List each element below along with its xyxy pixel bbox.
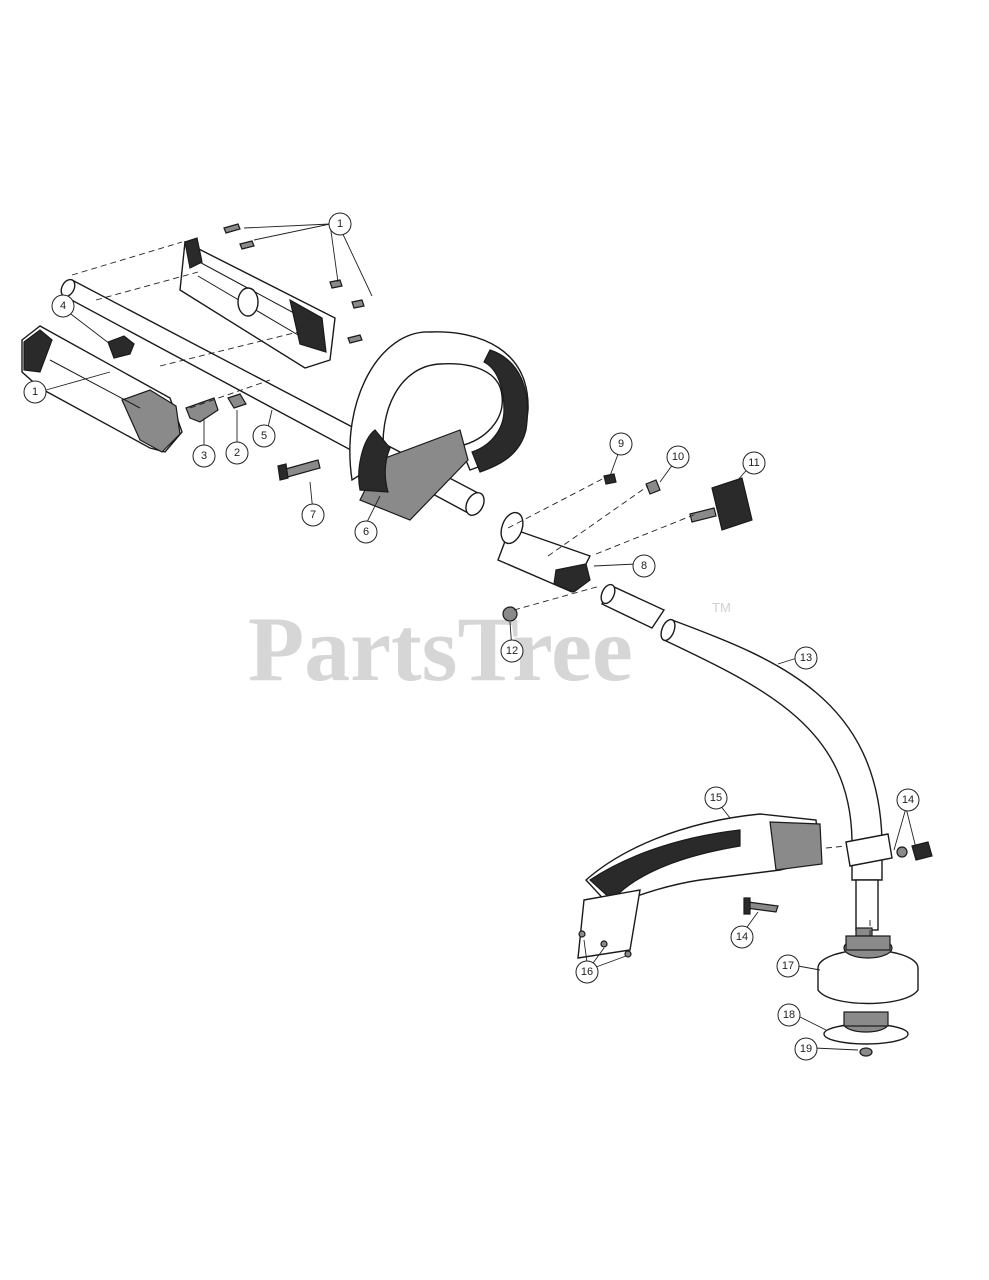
svg-text:12: 12 xyxy=(506,645,518,657)
callout-14-bolt: 14 xyxy=(730,925,754,949)
callout-18: 18 xyxy=(777,1003,801,1027)
screws-set xyxy=(223,223,365,344)
watermark-text: PartsTree xyxy=(248,598,633,700)
callout-8: 8 xyxy=(632,554,656,578)
part-12-nut xyxy=(502,606,518,622)
svg-text:11: 11 xyxy=(748,457,759,469)
callout-7: 7 xyxy=(301,503,325,527)
svg-text:17: 17 xyxy=(782,960,794,972)
part-11-knob xyxy=(689,477,753,531)
callout-2: 2 xyxy=(225,441,249,465)
svg-text:19: 19 xyxy=(800,1043,812,1055)
rear-handle-housing xyxy=(21,325,183,453)
callout-13: 13 xyxy=(794,646,818,670)
svg-text:4: 4 xyxy=(60,300,66,312)
part-18-spool xyxy=(823,1011,909,1045)
part-7-bolt xyxy=(277,459,321,481)
part-4-clip xyxy=(107,335,135,359)
svg-text:7: 7 xyxy=(310,509,316,521)
callout-6: 6 xyxy=(354,520,378,544)
svg-text:18: 18 xyxy=(783,1009,795,1021)
svg-text:5: 5 xyxy=(261,430,267,442)
svg-text:14: 14 xyxy=(902,794,914,806)
callout-9: 9 xyxy=(609,432,633,456)
svg-text:15: 15 xyxy=(710,792,722,804)
part-16-screws xyxy=(578,930,632,958)
part-13-lower-shaft xyxy=(660,618,883,937)
callout-17: 17 xyxy=(776,954,800,978)
callout-1-left: 1 xyxy=(23,380,47,404)
svg-text:6: 6 xyxy=(363,526,369,538)
part-8-shaft-clamp xyxy=(497,511,591,593)
assembly-lines xyxy=(71,241,871,936)
svg-text:1: 1 xyxy=(337,218,343,230)
svg-text:16: 16 xyxy=(581,966,593,978)
part-19-bump-knob xyxy=(859,1047,873,1057)
svg-text:2: 2 xyxy=(234,447,240,459)
svg-text:3: 3 xyxy=(201,450,207,462)
callout-16: 16 xyxy=(575,960,599,984)
part-14-bolt xyxy=(743,897,779,915)
callout-11: 11 xyxy=(742,451,766,475)
part-14-clamp-bracket xyxy=(845,833,933,867)
part-2-spring xyxy=(227,393,247,409)
callout-10: 10 xyxy=(666,445,690,469)
callout-19: 19 xyxy=(794,1037,818,1061)
coupler-sleeve xyxy=(600,583,666,629)
svg-text:14: 14 xyxy=(736,931,748,943)
svg-text:9: 9 xyxy=(618,438,624,450)
callout-12: 12 xyxy=(500,639,524,663)
part-17-spool-housing xyxy=(817,935,919,1005)
part-6-d-handle xyxy=(349,331,529,521)
watermark-trademark: TM xyxy=(712,600,731,615)
svg-text:1: 1 xyxy=(32,386,38,398)
part-15-guard xyxy=(577,813,823,959)
part-10-bolt xyxy=(645,479,661,495)
svg-text:10: 10 xyxy=(672,451,684,463)
callout-4: 4 xyxy=(51,294,75,318)
callout-14-right: 14 xyxy=(896,788,920,812)
callout-1-top: 1 xyxy=(328,212,352,236)
svg-text:8: 8 xyxy=(641,560,647,572)
callout-15: 15 xyxy=(704,786,728,810)
housing-half-upper xyxy=(179,237,336,369)
svg-text:13: 13 xyxy=(800,652,812,664)
callout-5: 5 xyxy=(252,424,276,448)
callout-3: 3 xyxy=(192,444,216,468)
part-3-trigger xyxy=(185,397,219,423)
